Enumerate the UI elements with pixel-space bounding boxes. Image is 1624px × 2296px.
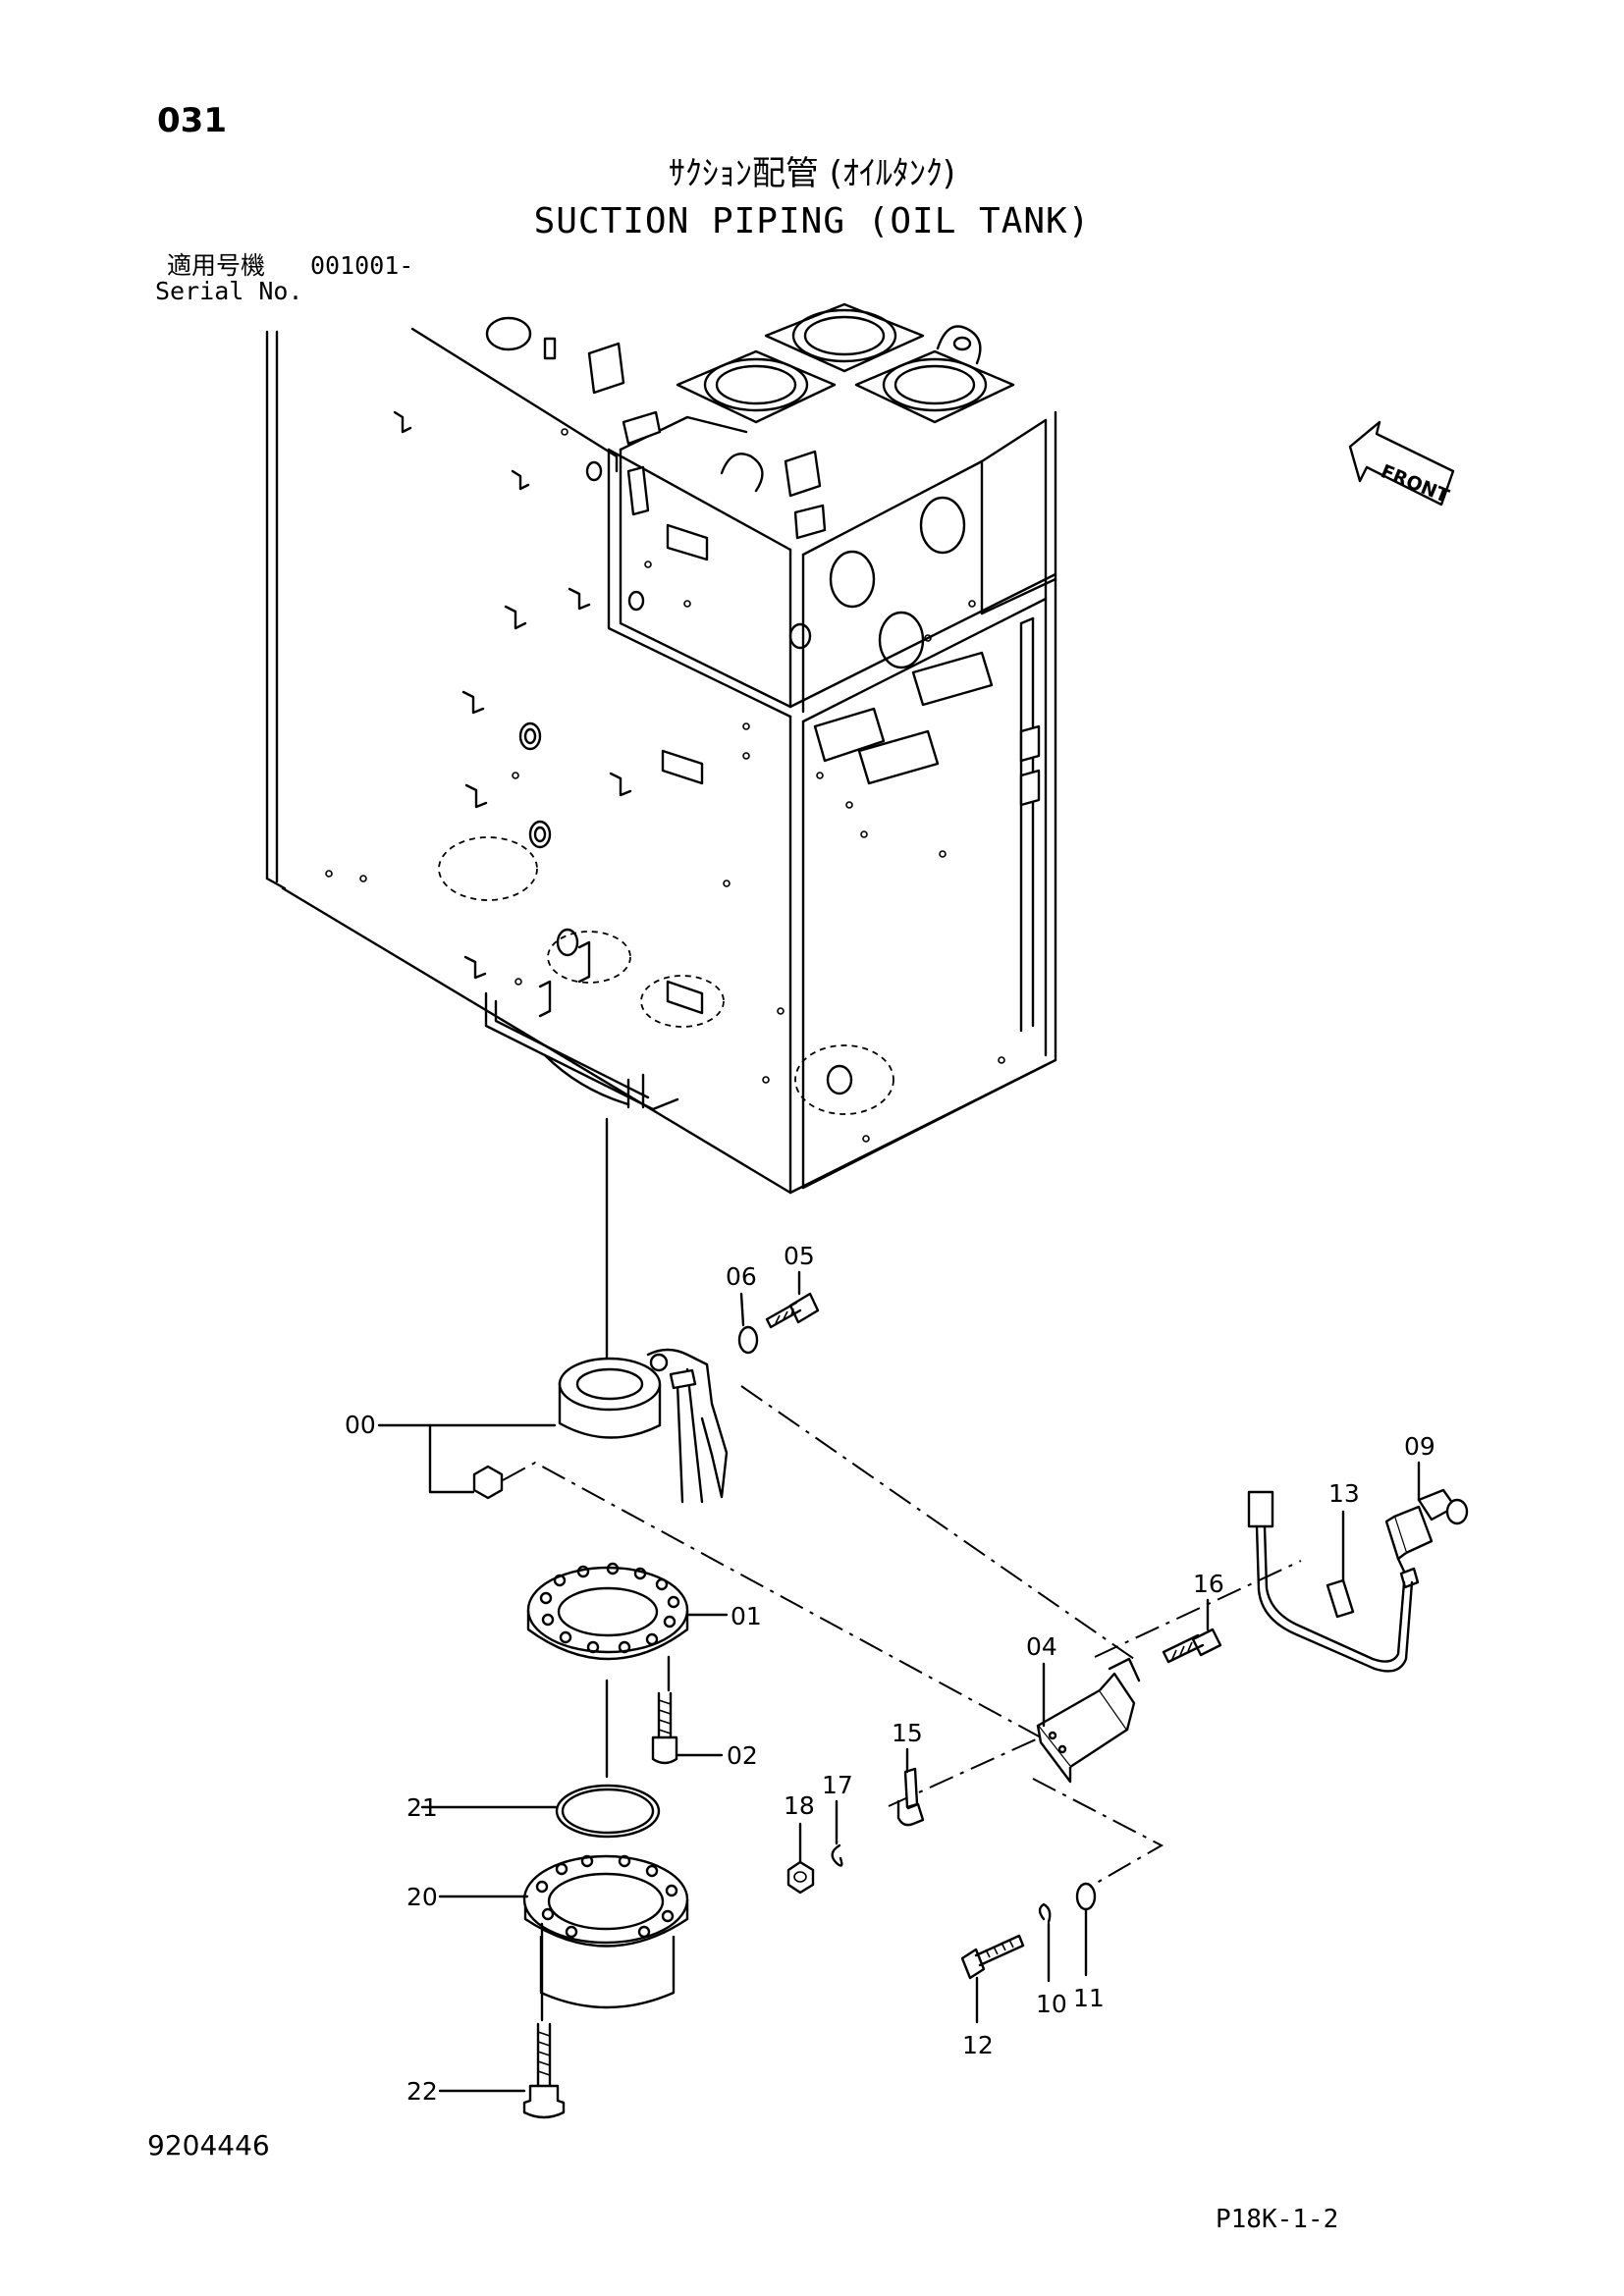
- callout-label: 16: [1193, 1570, 1224, 1598]
- callout-label: 05: [784, 1242, 815, 1270]
- callout-label: 10: [1036, 1990, 1067, 2018]
- wire-clip: [896, 1767, 925, 1827]
- tank-port-flange: [854, 349, 1015, 424]
- callout-leaders: [377, 1270, 1421, 2093]
- wire-harness: [1247, 1490, 1414, 1673]
- callout-label: 12: [962, 2031, 994, 2059]
- page-number: 031: [157, 101, 227, 140]
- tank-port-flange: [676, 349, 837, 424]
- nut: [472, 1465, 504, 1500]
- spring-washer: [1038, 1902, 1052, 1924]
- bolt: [651, 1691, 678, 1765]
- front-label: FRONT: [1378, 460, 1452, 507]
- callout-label: 06: [726, 1262, 757, 1291]
- pressure-switch: [1384, 1488, 1469, 1589]
- bolt: [522, 2022, 566, 2119]
- bolt: [765, 1292, 820, 1329]
- callout-label: 20: [406, 1883, 438, 1911]
- serial-label: Serial No.: [155, 277, 303, 305]
- page-reference: P18K-1-2: [1216, 2205, 1339, 2234]
- callout-label: 13: [1328, 1479, 1360, 1508]
- callout-label: 21: [406, 1793, 438, 1822]
- washer: [1075, 1882, 1097, 1911]
- bolt: [1162, 1628, 1222, 1664]
- callout-label: 00: [345, 1411, 376, 1439]
- oil-tank-drawing: [265, 302, 1057, 1195]
- front-arrow-icon: FRONT: [1348, 420, 1455, 507]
- suction-strainer: [558, 1348, 729, 1504]
- serial-label-japanese: 適用号機: [167, 251, 266, 280]
- suction-pipe: [522, 1854, 689, 2009]
- callout-label: 02: [727, 1741, 758, 1770]
- callout-label: 22: [406, 2077, 438, 2106]
- callout-label: 04: [1026, 1632, 1057, 1661]
- switch-bracket: [1036, 1657, 1141, 1784]
- nut: [786, 1860, 815, 1895]
- serial-range: 001001-: [310, 251, 414, 280]
- washer: [737, 1325, 759, 1355]
- bolt: [960, 1934, 1025, 1980]
- spring-washer: [831, 1843, 843, 1867]
- o-ring: [555, 1784, 661, 1839]
- callout-label: 09: [1404, 1432, 1435, 1461]
- callout-label: 18: [784, 1791, 815, 1820]
- callout-label: 15: [892, 1719, 923, 1747]
- flange-ring: [526, 1562, 689, 1661]
- page-title-japanese: ｻｸｼｮﾝ配管 (ｵｲﾙﾀﾝｸ): [668, 154, 956, 193]
- callout-label: 17: [822, 1771, 853, 1799]
- document-number: 9204446: [147, 2129, 270, 2162]
- page-title: SUCTION PIPING (OIL TANK): [533, 201, 1091, 241]
- tank-port-flange: [764, 302, 925, 373]
- callout-label: 01: [731, 1602, 762, 1630]
- callout-label: 11: [1073, 1984, 1105, 2012]
